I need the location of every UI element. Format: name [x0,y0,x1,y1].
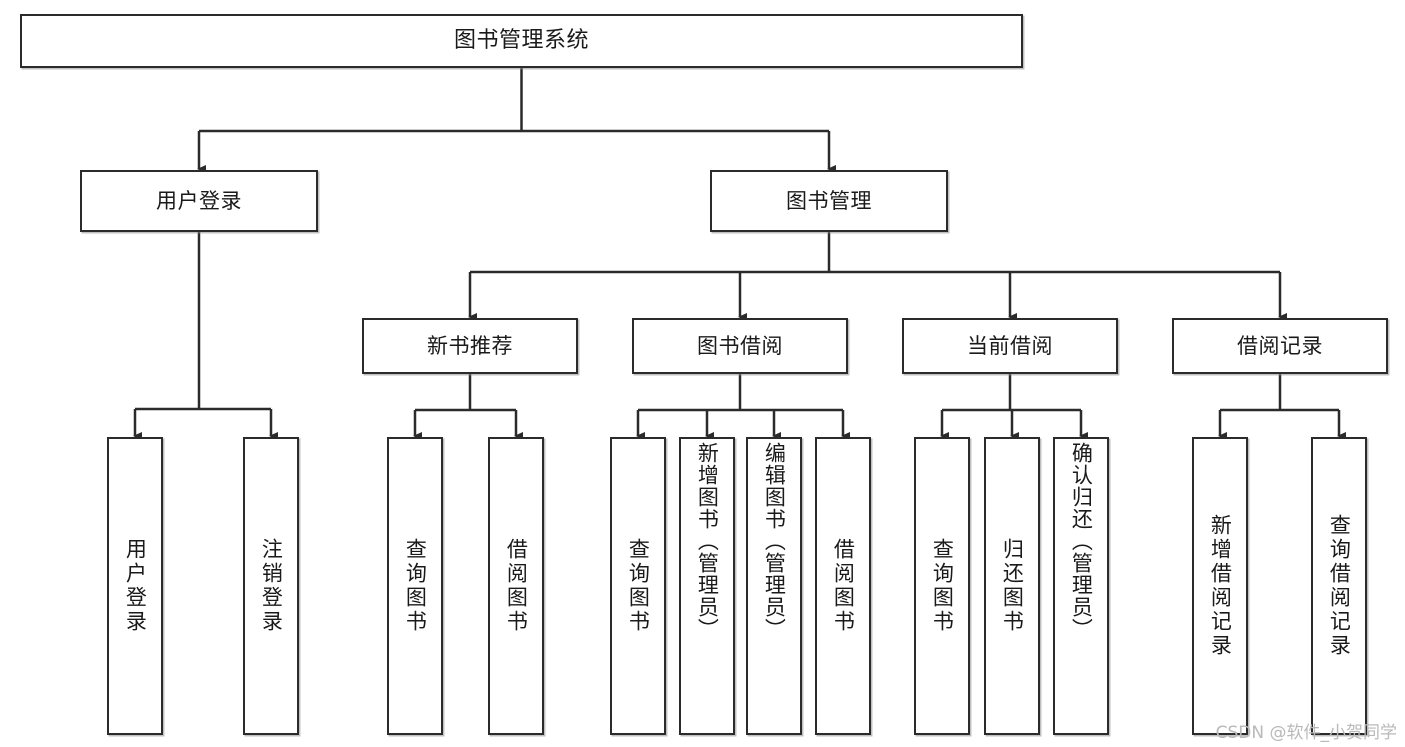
node-current-borrow[interactable]: 当前借阅 [902,318,1118,374]
node-leaf-query-book-1[interactable]: 查询图书 [387,437,443,735]
node-leaf-query-book-3[interactable]: 查询图书 [914,437,970,735]
node-leaf-borrow-book-1-label: 借阅图书 [504,538,529,634]
node-borrow-record[interactable]: 借阅记录 [1172,318,1388,374]
node-leaf-query-record[interactable]: 查询借阅记录 [1311,437,1367,735]
node-book-manage[interactable]: 图书管理 [710,170,948,232]
node-user-login[interactable]: 用户登录 [80,170,318,232]
node-leaf-borrow-book-2[interactable]: 借阅图书 [815,437,871,735]
node-borrow-record-label: 借阅记录 [1237,333,1323,358]
watermark: CSDN @软件_小贺同学 [1215,723,1397,743]
node-book-borrow[interactable]: 图书借阅 [632,318,848,374]
node-leaf-query-book-2-label: 查询图书 [626,538,651,634]
node-current-borrow-label: 当前借阅 [967,333,1053,358]
node-leaf-query-book-3-label: 查询图书 [930,538,955,634]
node-new-book-rec-label: 新书推荐 [427,333,513,358]
node-book-manage-label: 图书管理 [786,188,872,213]
node-leaf-user-login[interactable]: 用户登录 [107,437,163,735]
node-leaf-return-book-label: 归还图书 [1000,538,1025,634]
node-leaf-borrow-book-2-label: 借阅图书 [831,538,856,634]
node-book-borrow-label: 图书借阅 [697,333,783,358]
node-leaf-edit-book-label: 编辑图书（管理员） [762,442,787,640]
node-leaf-query-book-2[interactable]: 查询图书 [610,437,666,735]
node-leaf-user-login-label: 用户登录 [123,538,148,634]
node-leaf-add-record-label: 新增借阅记录 [1208,514,1233,658]
node-leaf-confirm-return[interactable]: 确认归还（管理员） [1053,437,1109,735]
node-user-login-label: 用户登录 [156,188,242,213]
node-leaf-logout-label: 注销登录 [259,538,284,634]
node-new-book-rec[interactable]: 新书推荐 [362,318,578,374]
node-leaf-add-book-label: 新增图书（管理员） [695,442,720,640]
node-root-label: 图书管理系统 [453,28,589,54]
node-leaf-query-record-label: 查询借阅记录 [1327,514,1352,658]
node-leaf-logout[interactable]: 注销登录 [243,437,299,735]
node-leaf-confirm-return-label: 确认归还（管理员） [1069,442,1094,640]
node-leaf-return-book[interactable]: 归还图书 [984,437,1040,735]
node-leaf-add-book[interactable]: 新增图书（管理员） [679,437,735,735]
node-leaf-add-record[interactable]: 新增借阅记录 [1192,437,1248,735]
node-root[interactable]: 图书管理系统 [20,14,1023,68]
node-leaf-borrow-book-1[interactable]: 借阅图书 [488,437,544,735]
node-leaf-edit-book[interactable]: 编辑图书（管理员） [746,437,802,735]
node-leaf-query-book-1-label: 查询图书 [403,538,428,634]
